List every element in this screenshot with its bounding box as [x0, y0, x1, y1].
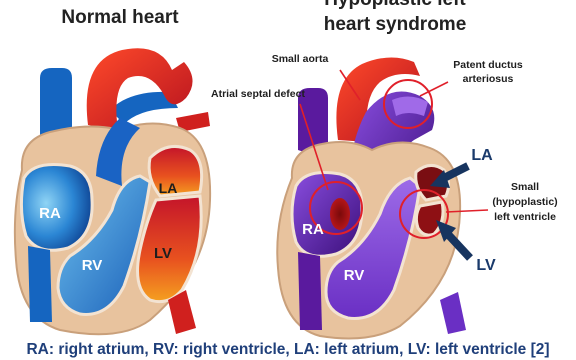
label-normal-la: LA — [159, 180, 178, 196]
label-hlhs-lv: LV — [476, 257, 496, 274]
label-normal-rv: RV — [82, 257, 103, 274]
annotation-small-aorta: Small aorta — [272, 53, 329, 65]
label-hlhs-la: LA — [471, 147, 493, 164]
title-normal-heart: Normal heart — [61, 7, 179, 28]
label-hlhs-ra: RA — [302, 221, 324, 238]
annotation-atrial-septal-defect: Atrial septal defect — [211, 88, 305, 100]
annotation-pda-line1: Patent ductus — [453, 59, 523, 71]
figure-caption: RA: right atrium, RV: right ventricle, L… — [26, 341, 549, 358]
title-hlhs-line1: Hypoplastic left — [324, 0, 466, 10]
title-hlhs-line2: heart syndrome — [324, 14, 467, 35]
annotation-small-lv-line2: (hypoplastic) — [492, 196, 557, 208]
normal-heart: RA RV LA LV — [15, 48, 210, 334]
annotation-pda-line2: arteriosus — [463, 73, 514, 85]
pda-leader-line — [420, 82, 448, 96]
label-hlhs-rv: RV — [344, 267, 365, 284]
label-normal-lv: LV — [154, 245, 172, 262]
hlhs-heart: RA RV LA LV — [277, 57, 496, 338]
annotation-small-lv-line1: Small — [511, 181, 539, 193]
label-normal-ra: RA — [39, 205, 61, 222]
annotation-small-lv-line3: left ventricle — [494, 211, 556, 223]
